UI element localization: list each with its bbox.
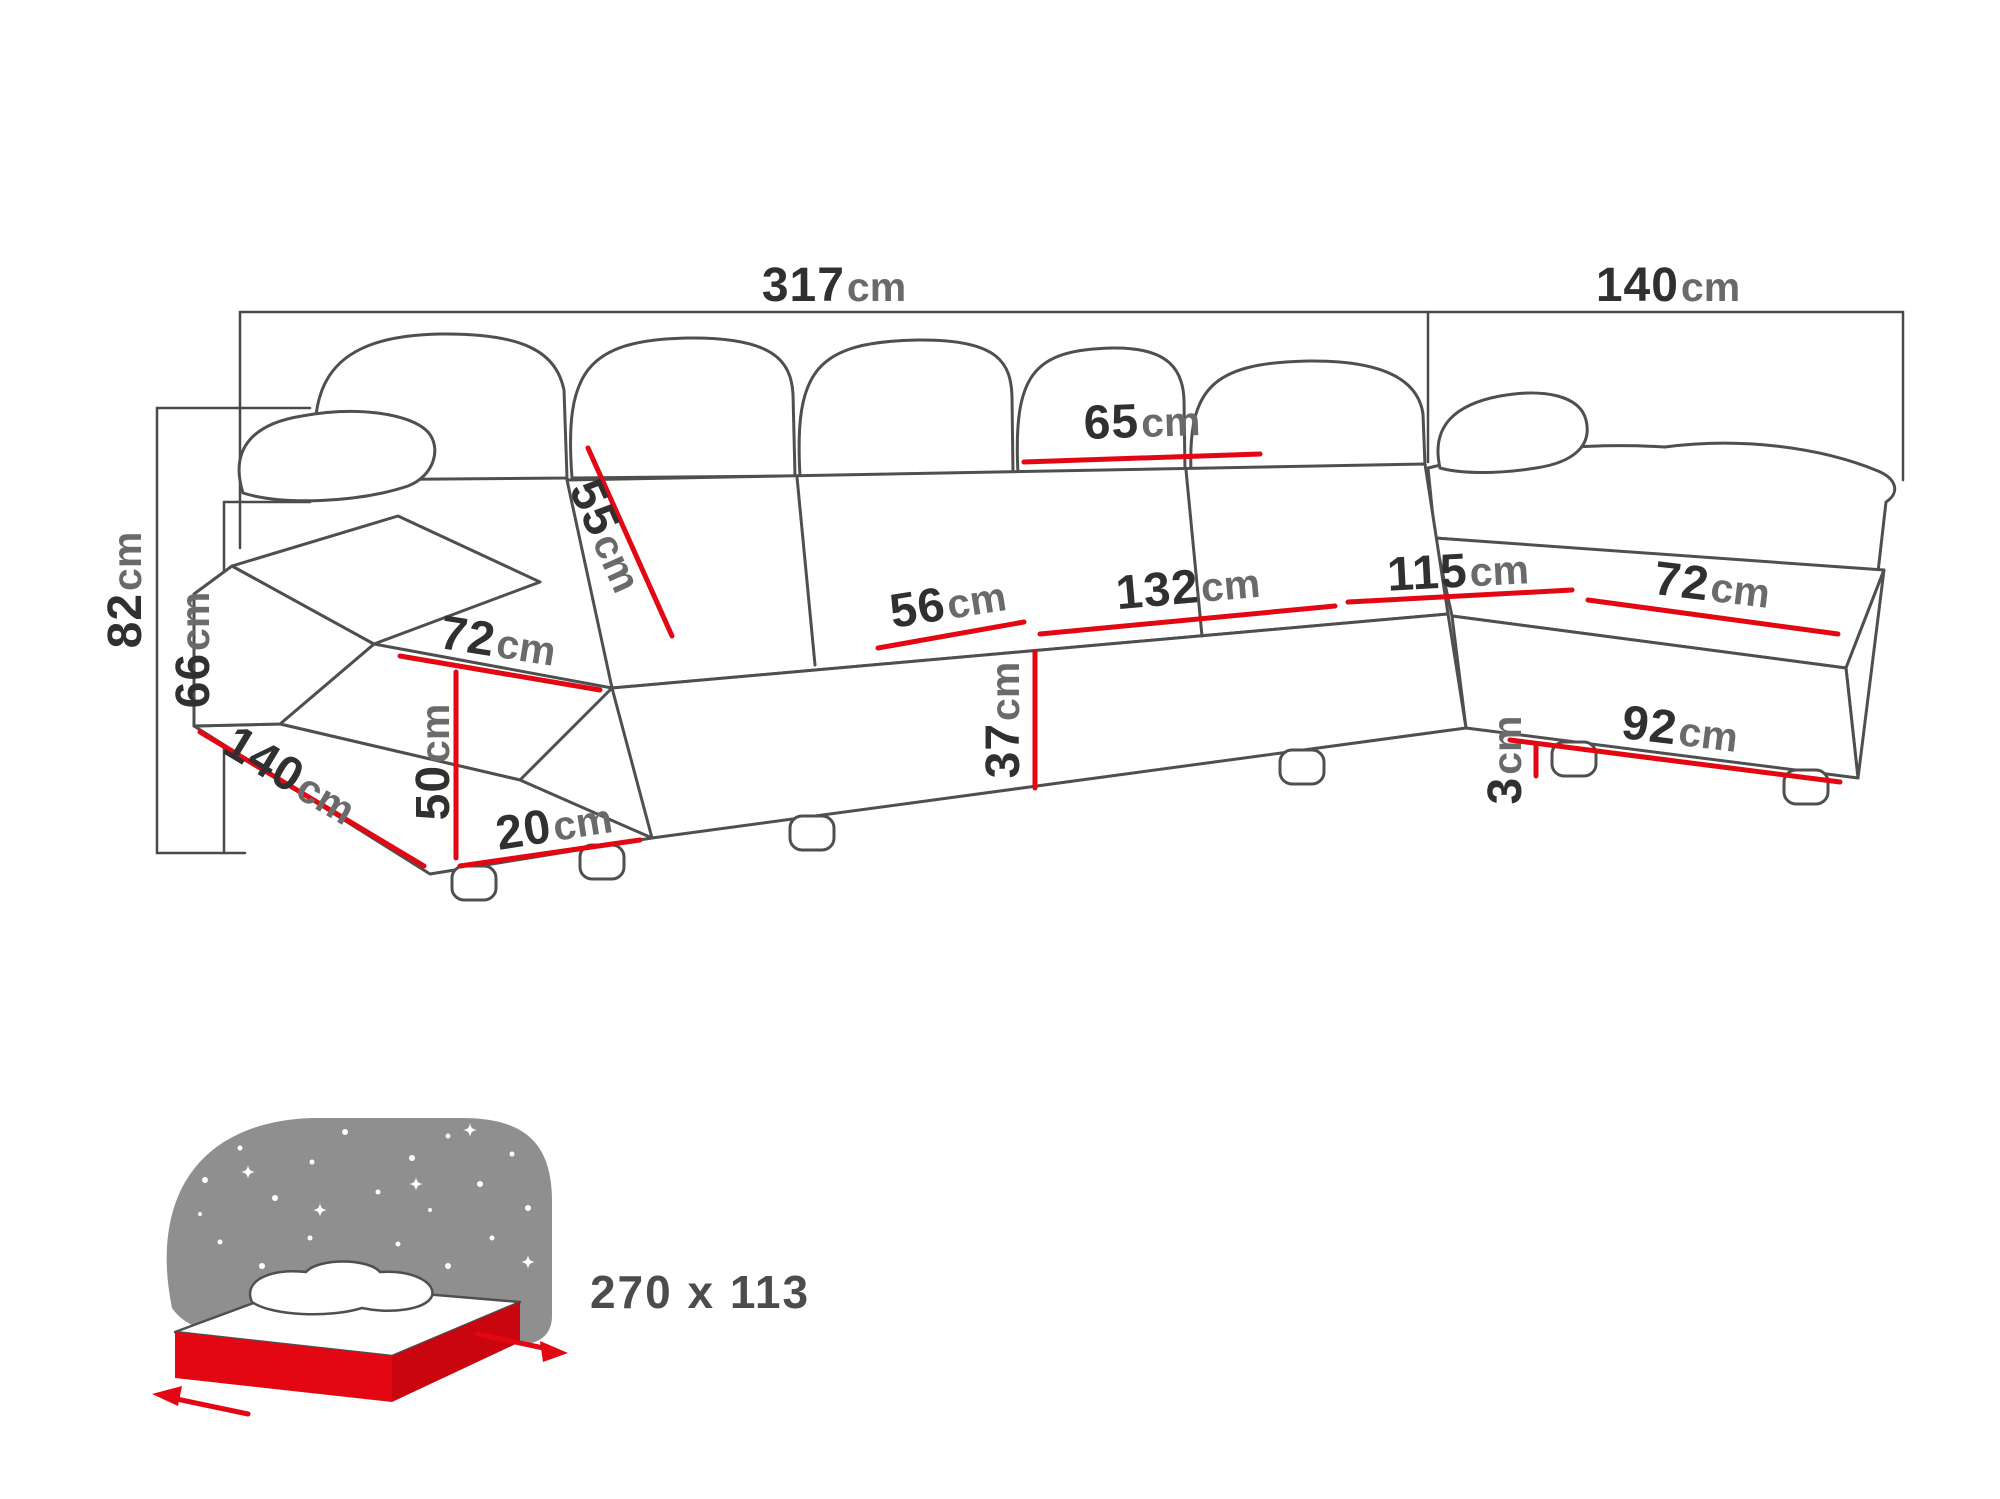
foot-1 <box>450 864 498 902</box>
foot-3 <box>788 814 836 852</box>
red-line-65 <box>1021 451 1263 465</box>
dim-total-width: 317cm <box>761 259 907 312</box>
red-line-72-left <box>397 653 603 693</box>
mattress-front-face <box>175 1332 392 1402</box>
red-line-92 <box>1507 737 1843 785</box>
sofa-drawing <box>192 332 1897 902</box>
dim-leg-height: 3cm <box>1479 715 1532 805</box>
red-dimension-lines <box>197 445 1843 869</box>
arrow-left-line <box>169 1395 251 1417</box>
dim-total-height: 82cm <box>99 531 152 649</box>
red-line-55 <box>585 445 675 639</box>
dim-seat-height: 37cm <box>977 661 1030 779</box>
seat-seam-1 <box>795 475 817 667</box>
dim-right-chaise-depth: 140cm <box>1595 259 1741 312</box>
dim-armrest-height: 50cm <box>407 703 460 821</box>
arrow-right-head <box>540 1341 568 1362</box>
sleeper-bed-icon <box>152 1118 568 1417</box>
center-front-face <box>610 612 1468 840</box>
arrow-right-line <box>475 1331 551 1352</box>
red-line-132 <box>1037 603 1338 637</box>
back-cushion-2 <box>569 336 797 480</box>
back-cushion-3 <box>797 338 1015 478</box>
red-line-72-right <box>1585 597 1841 637</box>
bed-size-label: 270 x 113 <box>589 1266 811 1318</box>
dim-backrest-height: 66cm <box>167 591 220 709</box>
left-arm-top <box>230 514 542 646</box>
right-pillow <box>1436 391 1589 474</box>
left-arm-outer-face <box>192 564 376 728</box>
red-line-140-left <box>197 729 427 869</box>
dim-right-seat-width: 115cm <box>1385 544 1531 602</box>
red-line-115 <box>1345 587 1575 605</box>
red-line-56 <box>875 619 1027 651</box>
back-cushion-4 <box>1015 346 1187 476</box>
dim-back-cushion-width: 65cm <box>1082 395 1202 451</box>
seat-seam-2 <box>1184 468 1204 638</box>
fold-out-arrows <box>152 1331 568 1417</box>
red-line-20 <box>457 837 643 869</box>
mattress-side-face <box>392 1302 520 1402</box>
arrow-left-head <box>152 1386 182 1406</box>
back-cushion-5 <box>1189 359 1427 474</box>
mattress-pillow <box>248 1260 434 1316</box>
left-pillow <box>237 409 437 503</box>
foot-4 <box>1278 748 1326 786</box>
